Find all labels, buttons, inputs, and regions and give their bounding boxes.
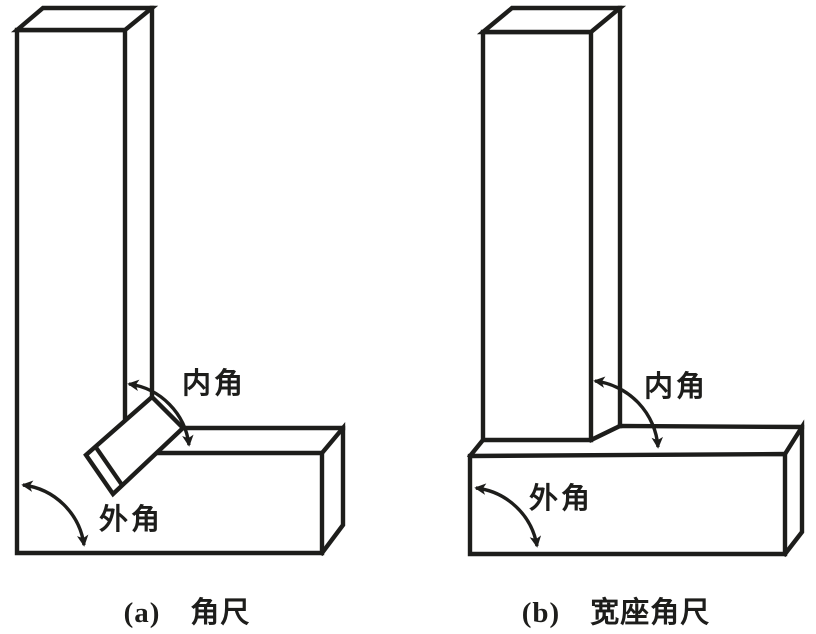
inner-angle-label-a: 内角 <box>182 367 246 400</box>
square-a-bevel-inner-cap <box>93 444 124 487</box>
square-a-top-face <box>10 5 159 33</box>
panel-a-square-drawing: 内角 外角 (a) 角尺 <box>10 5 346 629</box>
caption-b: (b) 宽座角尺 <box>522 595 710 629</box>
outer-angle-arrow-a <box>21 480 89 547</box>
square-b-blade-front-face <box>480 29 594 443</box>
outer-angle-label-b: 外角 <box>529 482 593 515</box>
panel-b-square-drawing: 内角 外角 (b) 宽座角尺 <box>466 5 805 629</box>
inner-angle-arrow-b <box>593 376 663 449</box>
square-b-blade-bottom-depth-edge <box>588 423 623 443</box>
outer-angle-label-a: 外角 <box>99 503 163 536</box>
caption-a: (a) 角尺 <box>124 596 251 629</box>
square-b-base-front-face <box>467 451 788 557</box>
square-a-front-face <box>14 27 325 556</box>
outer-angle-arrow-b <box>474 483 542 548</box>
square-b-base-right-end <box>781 419 805 558</box>
square-b-base-top-left-depth-edge <box>466 436 487 460</box>
square-a-beam-right-end <box>318 421 346 557</box>
inner-angle-arrow-a <box>127 379 194 447</box>
square-b-blade-top-face <box>476 5 627 35</box>
square-b-base-back-edge <box>617 423 805 430</box>
inner-angle-label-b: 内角 <box>644 370 708 403</box>
